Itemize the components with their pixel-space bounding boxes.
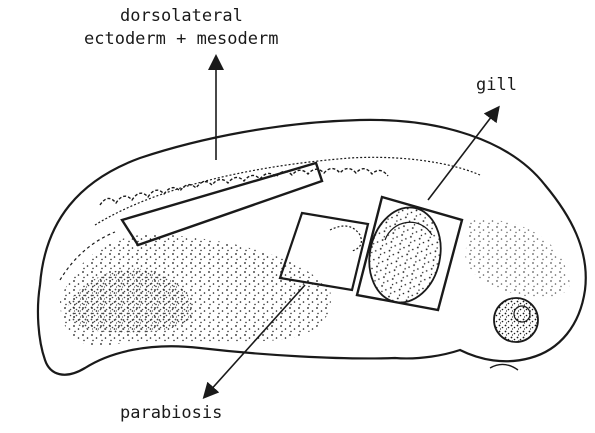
label-parabiosis: parabiosis [120, 404, 222, 423]
dorsal-somite-ridge [100, 169, 388, 206]
label-dorsolateral: dorsolateral [120, 7, 243, 26]
head-stipple [465, 219, 570, 298]
label-gill: gill [476, 76, 517, 95]
parabiosis-curl [330, 226, 361, 251]
label-ectoderm-mesoderm: ectoderm + mesoderm [84, 30, 278, 49]
gill-arrow [428, 112, 495, 200]
mouth-line [490, 364, 518, 370]
gill-bud [361, 201, 449, 309]
